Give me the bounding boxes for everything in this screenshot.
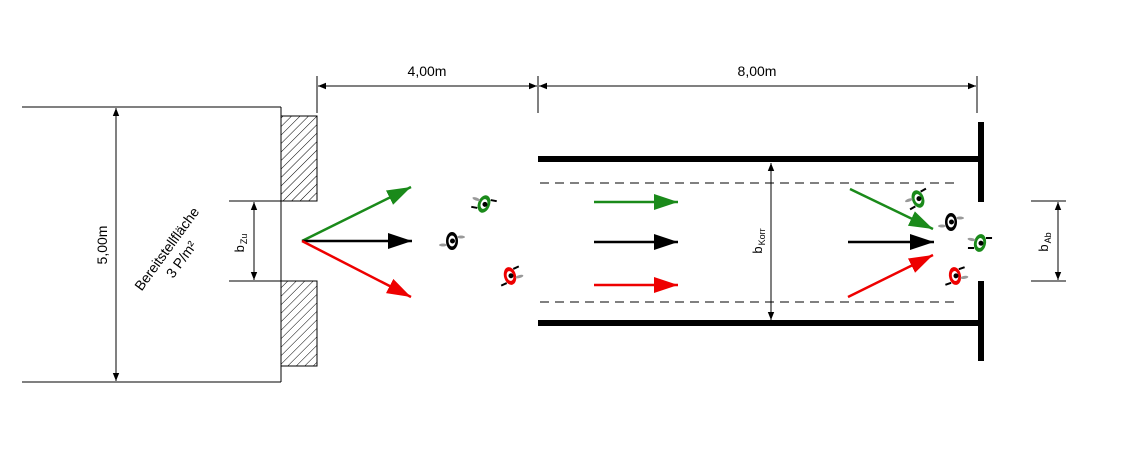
flow-arrow-green-entry — [301, 185, 412, 243]
entry-width-label: bZu — [232, 234, 249, 253]
dimension-label-entry-length: 4,00m — [408, 63, 447, 79]
flow-arrow-red-entry — [301, 239, 412, 299]
pedestrian-green-icon — [964, 230, 994, 255]
dimension-label-corridor-length: 8,00m — [738, 63, 777, 79]
corridor-width-sub: Korr — [757, 228, 767, 245]
dimension-entry-width: bZu — [229, 200, 317, 282]
pedestrians — [439, 185, 994, 289]
dimension-corridor-width: bKorr — [750, 163, 775, 320]
entry-width-main: b — [232, 245, 247, 252]
entry-width-sub: Zu — [239, 234, 249, 245]
pedestrian-black-icon — [938, 213, 964, 231]
dimension-label-area-height: 5,00m — [94, 226, 110, 265]
dimension-exit-width: bAb — [1031, 200, 1066, 282]
corridor — [538, 122, 984, 361]
dimension-area-height: 5,00m — [94, 108, 120, 381]
wall-block-bottom — [280, 280, 318, 367]
pedestrian-red-icon — [496, 262, 526, 289]
flow-arrows-exit — [847, 187, 934, 299]
pedestrian-green-icon — [467, 190, 499, 218]
pedestrian-red-icon — [941, 263, 971, 288]
flow-arrow-green-exit — [849, 187, 934, 231]
exit-width-main: b — [1036, 244, 1051, 251]
wall-block-top — [280, 115, 318, 202]
pedestrian-black-icon — [439, 232, 465, 250]
corridor-width-label: bKorr — [750, 228, 767, 253]
flow-arrow-red-exit — [847, 253, 934, 299]
exit-width-sub: Ab — [1043, 232, 1053, 243]
flow-arrows-entry — [301, 185, 412, 299]
pedestrian-green-icon — [901, 185, 933, 213]
flow-arrows-corridor — [594, 194, 678, 293]
exit-width-label: bAb — [1036, 232, 1053, 251]
dimension-top: 4,00m 8,00m — [316, 63, 978, 113]
corridor-width-main: b — [750, 246, 765, 253]
staging-area-label: Bereitstellfläche 3 P/m² — [131, 204, 202, 294]
